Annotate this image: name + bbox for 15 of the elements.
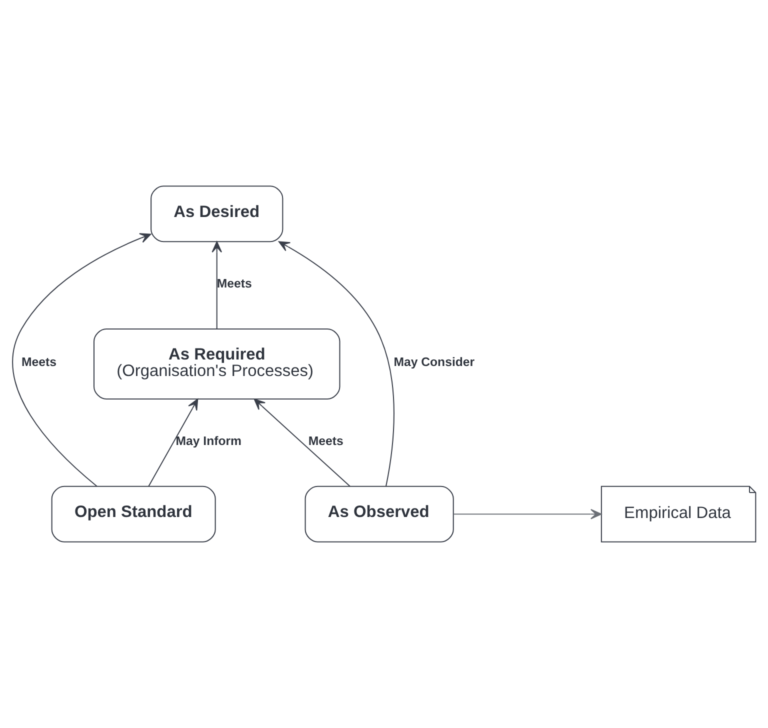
node-box: As Desired: [150, 186, 284, 242]
edge-label: Meets: [22, 355, 56, 370]
arrow: [12, 233, 152, 487]
arrow: [148, 398, 198, 487]
arrow: [212, 241, 222, 329]
arrow: [454, 508, 602, 520]
arrow: [254, 398, 350, 487]
node-box: As Observed: [304, 486, 454, 542]
edge-label: May Inform: [176, 434, 242, 448]
edge-label: May Consider: [394, 355, 475, 370]
arrow: [278, 241, 394, 486]
node-box: As Required (Organisation's Processes): [93, 328, 340, 400]
node-box: Open Standard: [51, 486, 216, 542]
edge-label: Meets: [216, 276, 252, 290]
edge-label: Meets: [308, 434, 344, 448]
